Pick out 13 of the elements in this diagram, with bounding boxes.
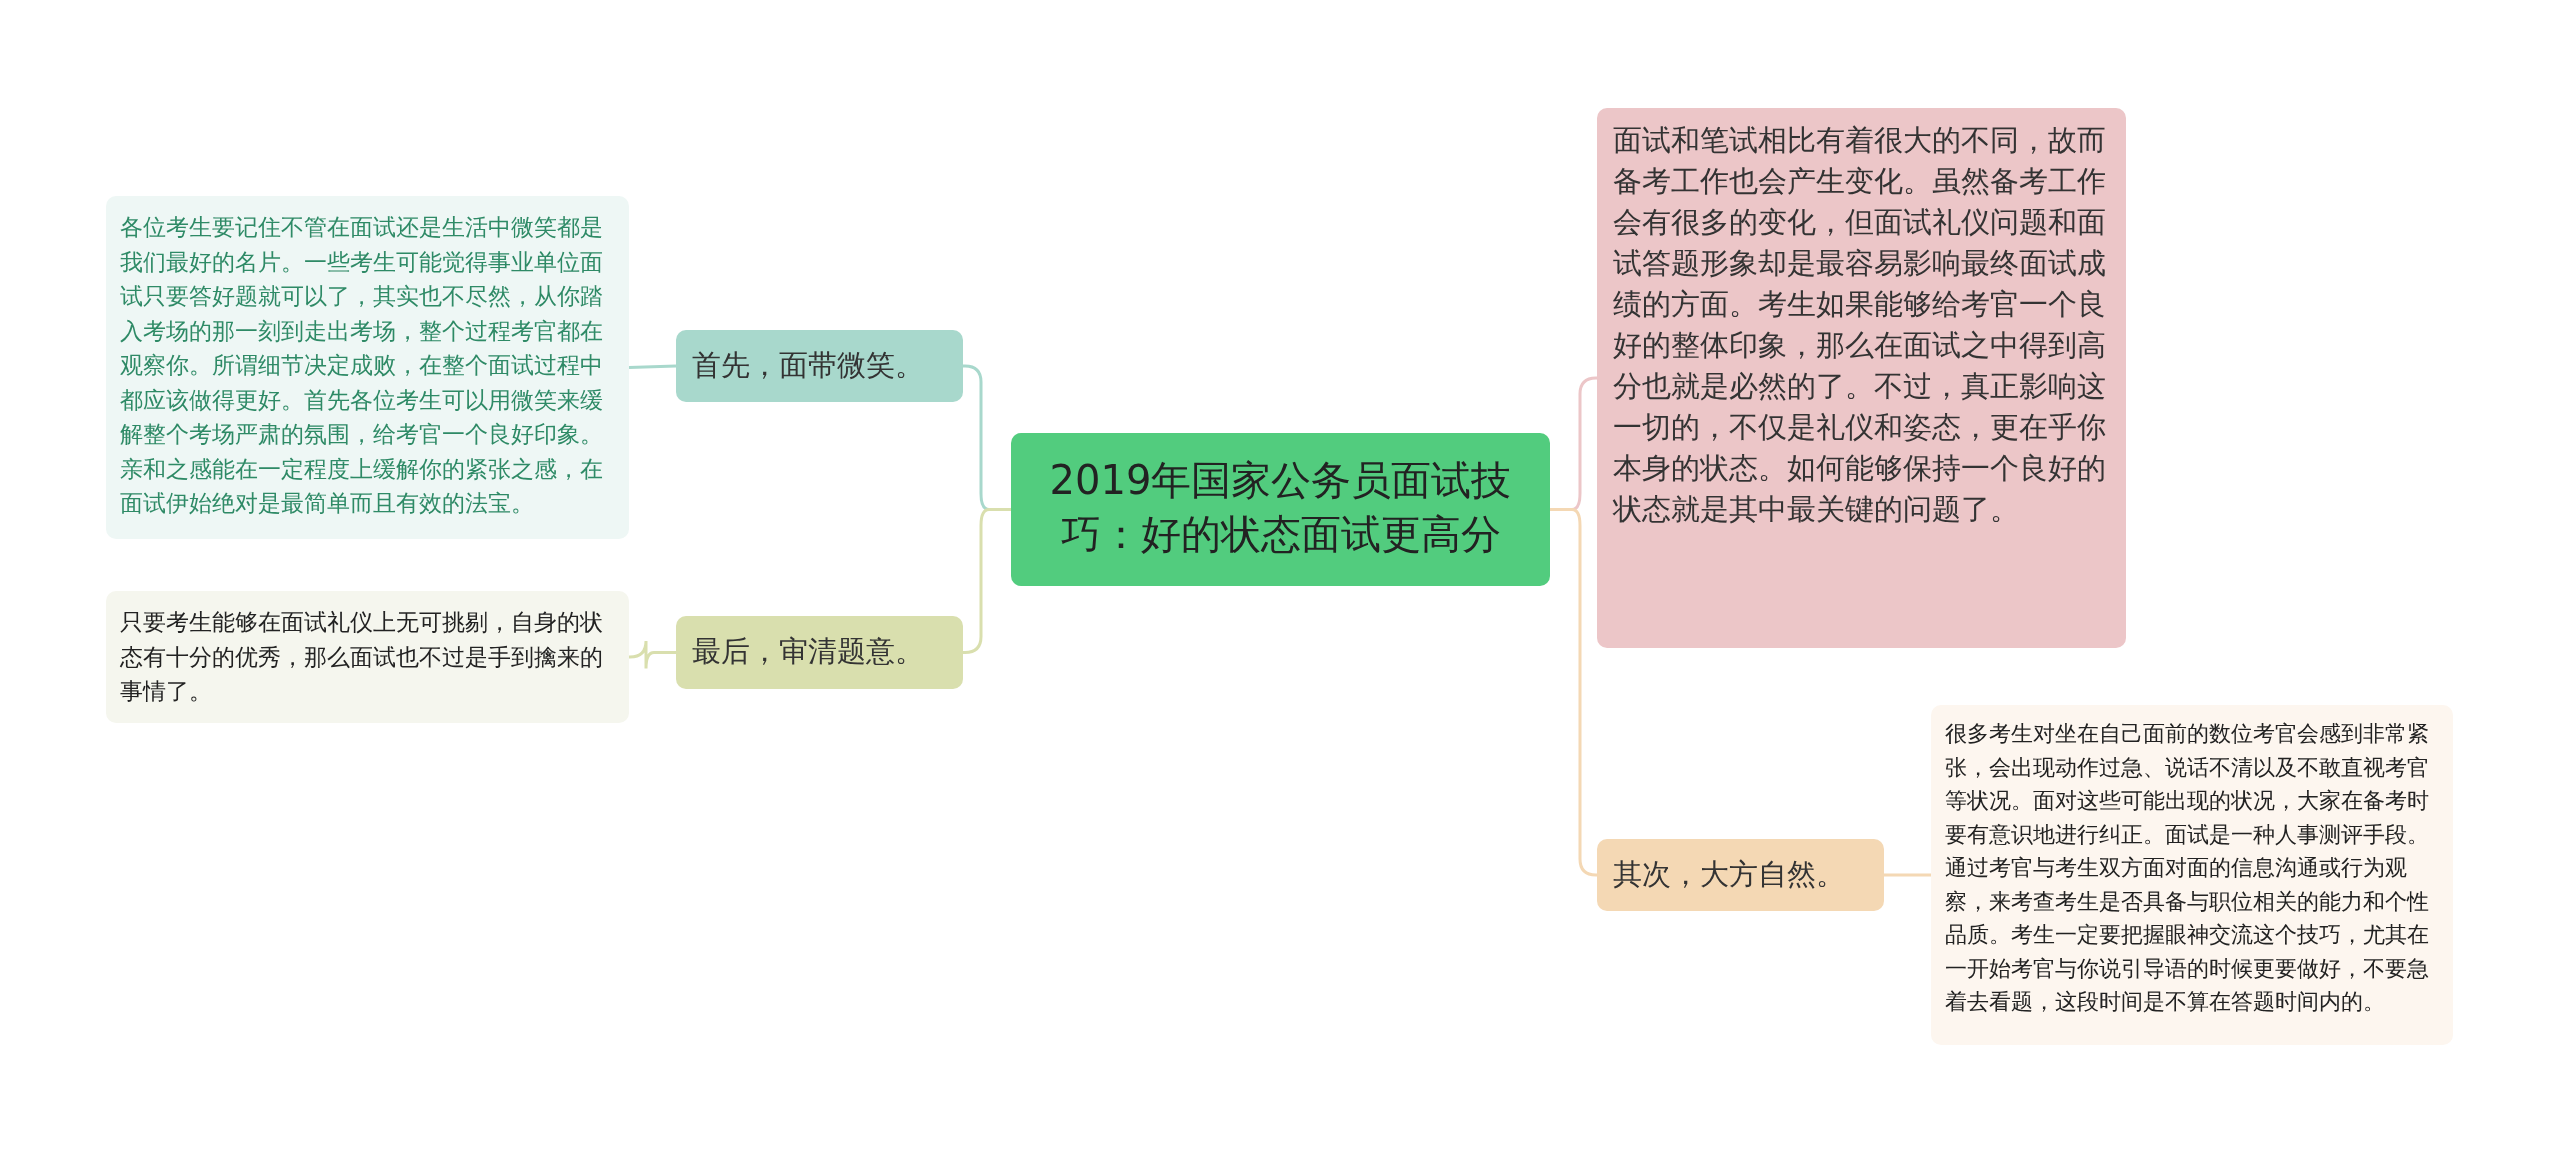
connector-line: [1884, 873, 1931, 877]
note-box: 很多考生对坐在自己面前的数位考官会感到非常紧张，会出现动作过急、说话不清以及不敢直视考官等状况。面对这些可能出现的状况，大家在备考时要有意识地进行纠正。面试是一种人事测评手段。通过考官与考生双方面对面的信息沟通或行为观察，来考查考生是否具备与职位相关的能力和个性品质。考生一定要把握眼神交流这个技巧，尤其在一开始考官与你说引导语的时候更要做好，不要急着去看题，这段时间是不算在答题时间内的。: [1931, 705, 2453, 1045]
branch-box: 首先，面带微笑。: [676, 330, 963, 402]
note-box: 面试和笔试相比有着很大的不同，故而备考工作也会产生变化。虽然备考工作会有很多的变化，但面试礼仪问题和面试答题形象却是最容易影响最终面试成绩的方面。考生如果能够给考官一个良好的整体印象，那么在面试之中得到高分也就是必然的了。不过，真正影响这一切的，不仅是礼仪和姿态，更在乎你本身的状态。如何能够保持一个良好的状态就是其中最关键的问题了。: [1597, 108, 2126, 648]
connector-line: [628, 364, 677, 369]
connector-line: [1550, 508, 1598, 877]
topic-box: 2019年国家公务员面试技巧：好的状态面试更高分: [1011, 433, 1550, 586]
note-box: 各位考生要记住不管在面试还是生活中微笑都是我们最好的名片。一些考生可能觉得事业单位面试只要答好题就可以了，其实也不尽然，从你踏入考场的那一刻到走出考场，整个过程考官都在观察你。所谓细节决定成败，在整个面试过程中都应该做得更好。首先各位考生可以用微笑来缓解整个考场严肃的氛围，给考官一个良好印象。亲和之感能在一定程度上缓解你的紧张之感，在面试伊始绝对是最简单而且有效的法宝。: [106, 196, 629, 539]
note-box: 只要考生能够在面试礼仪上无可挑剔，自身的状态有十分的优秀，那么面试也不过是手到擒来的事情了。: [106, 591, 629, 723]
branch-box: 其次，大方自然。: [1597, 839, 1884, 911]
connector-line: [628, 639, 676, 670]
connector-line: [962, 508, 1011, 654]
branch-box: 最后，审清题意。: [676, 616, 963, 689]
